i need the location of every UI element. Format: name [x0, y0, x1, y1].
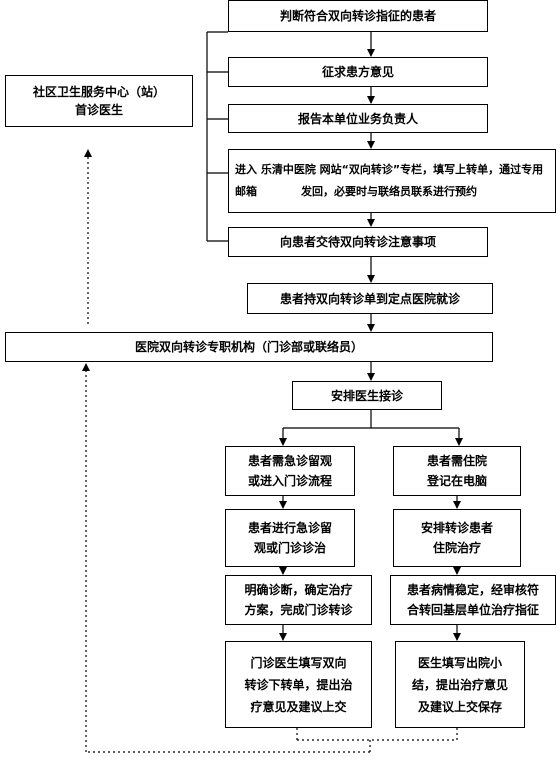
- step-fill-referral-online: 进入 乐清中医院 网站“双向转诊”专栏，填写上转单，通过专用邮箱 发回，必要时与…: [228, 149, 556, 213]
- community-health-center: 社区卫生服务中心（站） 首诊医生: [5, 75, 193, 127]
- right-step-inpatient-registration: 患者需住院 登记在电脑: [393, 446, 521, 496]
- arrange-doctor-label: 安排医生接诊: [330, 388, 403, 403]
- right-step-inpatient-registration-label: 患者需住院 登记在电脑: [426, 454, 487, 488]
- right-step-admit-patient: 安排转诊患者 住院治疗: [393, 509, 521, 567]
- arrange-doctor: 安排医生接诊: [292, 381, 442, 410]
- left-step-diagnosis-plan: 明确诊断，确定治疗 方案，完成门诊转诊: [225, 575, 372, 625]
- right-step-stable-criteria-label: 患者病情稳定，经审核符 合转回基层单位治疗指征: [406, 583, 539, 617]
- left-step-emergency-or-outpatient-label: 患者需急诊留观 或进入门诊流程: [247, 454, 332, 488]
- step-seek-consent: 征求患方意见: [228, 57, 488, 87]
- step-identify-patients: 判断符合双向转诊指征的患者: [228, 0, 488, 32]
- hospital-referral-office: 医院双向转诊专职机构（门诊部或联络员）: [5, 332, 493, 362]
- left-step-downward-referral-form-label: 门诊医生填写双向 转诊下转单，提出治 疗意见及建议上交: [244, 655, 353, 714]
- right-step-stable-criteria: 患者病情稳定，经审核符 合转回基层单位治疗指征: [390, 575, 556, 625]
- step-report-supervisor: 报告本单位业务负责人: [228, 104, 488, 133]
- step-explain-precautions-label: 向患者交待双向转诊注意事项: [279, 235, 436, 249]
- step-identify-patients-label: 判断符合双向转诊指征的患者: [279, 9, 436, 23]
- left-step-downward-referral-form: 门诊医生填写双向 转诊下转单，提出治 疗意见及建议上交: [225, 641, 372, 728]
- step-visit-hospital: 患者持双向转诊单到定点医院就诊: [247, 283, 493, 314]
- right-step-admit-patient-label: 安排转诊患者 住院治疗: [420, 521, 493, 555]
- right-step-discharge-summary-label: 医生填写出院小 结，提出治疗意见 及建议上交保存: [411, 655, 508, 714]
- step-seek-consent-label: 征求患方意见: [321, 65, 394, 79]
- hospital-referral-office-label: 医院双向转诊专职机构（门诊部或联络员）: [134, 340, 363, 354]
- left-step-observation-treatment: 患者进行急诊留 观或门诊诊治: [225, 509, 355, 567]
- step-report-supervisor-label: 报告本单位业务负责人: [297, 111, 418, 126]
- community-health-center-label: 社区卫生服务中心（站） 首诊医生: [32, 85, 165, 117]
- step-explain-precautions: 向患者交待双向转诊注意事项: [228, 227, 488, 257]
- step-visit-hospital-label: 患者持双向转诊单到定点医院就诊: [279, 291, 460, 306]
- right-step-discharge-summary: 医生填写出院小 结，提出治疗意见 及建议上交保存: [395, 641, 525, 728]
- left-step-observation-treatment-label: 患者进行急诊留 观或门诊诊治: [247, 521, 332, 555]
- left-step-diagnosis-plan-label: 明确诊断，确定治疗 方案，完成门诊转诊: [244, 583, 353, 617]
- left-step-emergency-or-outpatient: 患者需急诊留观 或进入门诊流程: [225, 446, 355, 496]
- step-fill-referral-online-label: 进入 乐清中医院 网站“双向转诊”专栏，填写上转单，通过专用邮箱 发回，必要时与…: [235, 163, 544, 198]
